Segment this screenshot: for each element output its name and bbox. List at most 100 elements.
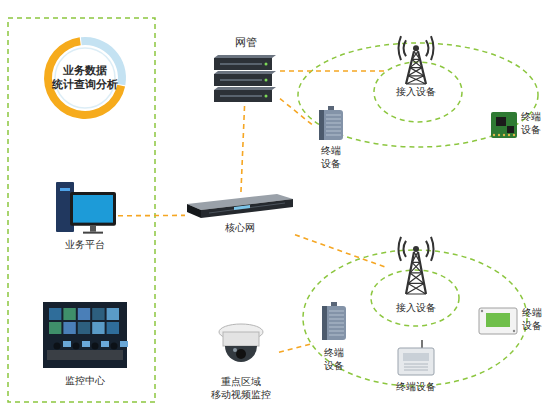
terminal-fin: [329, 315, 344, 316]
server-body: [214, 74, 272, 86]
device-icon: [490, 111, 518, 139]
terminal-body: [322, 306, 346, 340]
signal-arc: [399, 36, 402, 60]
device-icon: [478, 307, 518, 335]
server-top: [214, 87, 276, 90]
desk-monitor: [120, 341, 128, 347]
device-node: 终端 设备: [490, 108, 550, 144]
terminal-fin: [326, 127, 341, 128]
dashed-connector: [295, 235, 388, 268]
node-label: 终端 设备: [521, 111, 549, 136]
server-led: [265, 95, 268, 98]
terminal-fin: [329, 331, 344, 332]
tower-mast: [406, 51, 426, 84]
device-panel: [403, 353, 429, 361]
camera-body: [223, 332, 259, 346]
rack-front: [201, 199, 293, 218]
camera-lens: [236, 349, 246, 359]
node-label: 终端 设备: [314, 347, 354, 372]
video-wall-screen: [63, 322, 75, 334]
node-label: 终端 设备: [312, 145, 350, 170]
tower-lattice: [408, 273, 424, 284]
operator: [73, 343, 80, 350]
device-icon: [396, 240, 436, 294]
tower-mast: [406, 252, 426, 294]
server-body: [214, 90, 272, 102]
dashed-connector: [241, 106, 245, 192]
device-node: 接入设备: [388, 238, 444, 318]
board-pin: [498, 134, 500, 136]
terminal-connector: [328, 106, 334, 110]
signal-arc: [399, 237, 402, 261]
device-icon: [43, 302, 127, 368]
device-screw: [513, 330, 515, 332]
tower-lattice: [410, 59, 422, 67]
group-frame: [8, 18, 155, 402]
device-node: 网管: [212, 36, 280, 106]
video-wall-screen: [92, 308, 104, 320]
board-pin: [513, 134, 515, 136]
node-label: 重点区域 移动视频监控: [203, 376, 279, 401]
video-wall-screen: [107, 308, 119, 320]
server-led: [265, 63, 268, 66]
rack-badge: [234, 205, 250, 210]
device-node: 业务数据 统计查询分析: [40, 35, 130, 121]
tower-lattice: [412, 252, 420, 263]
camera-glint: [233, 348, 237, 352]
desk-monitor: [63, 341, 71, 347]
room-backdrop: [43, 302, 127, 368]
signal-arc: [426, 40, 429, 56]
tower-lattice: [408, 68, 424, 76]
node-label: 终端 设备: [522, 307, 550, 332]
server-led: [265, 79, 268, 82]
pc-screen: [73, 195, 113, 223]
coverage-ellipse: [303, 250, 527, 386]
terminal-fin: [326, 135, 341, 136]
device-body: [398, 348, 434, 375]
device-icon: [396, 42, 436, 84]
terminal-fin: [326, 115, 341, 116]
dashed-connector: [280, 99, 312, 125]
board-pin: [493, 134, 495, 136]
operator: [92, 343, 99, 350]
control-desk: [47, 350, 123, 360]
device-node: 业务平台: [52, 178, 118, 254]
tower-lattice: [406, 76, 426, 84]
terminal-fin: [329, 319, 344, 320]
pc-stand: [90, 226, 96, 232]
signal-arc: [431, 36, 434, 60]
device-vent: [404, 367, 428, 368]
device-node: 终端 设备: [314, 300, 354, 376]
terminal-fin: [329, 327, 344, 328]
dashed-connector: [279, 343, 314, 352]
device-antenna: [421, 340, 423, 348]
node-label: 接入设备: [388, 86, 444, 99]
tower-lattice: [410, 262, 422, 273]
node-label: 核心网: [185, 222, 295, 235]
coverage-ellipse: [374, 62, 462, 122]
board-body: [491, 112, 517, 138]
video-wall-screen: [78, 308, 90, 320]
node-label: 终端设备: [388, 381, 444, 394]
donut-group: [44, 37, 126, 119]
device-body: [479, 308, 517, 334]
server-top: [214, 71, 276, 74]
pc-base: [83, 232, 103, 234]
signal-arc: [404, 241, 407, 257]
node-label: 网管: [212, 36, 280, 50]
terminal-fin: [329, 335, 344, 336]
device-node: 终端 设备: [478, 304, 550, 338]
device-node: 终端设备: [388, 340, 444, 396]
signal-arc: [431, 237, 434, 261]
pc-tower-light: [60, 188, 70, 191]
video-wall-screen: [78, 322, 90, 334]
device-icon: [320, 302, 348, 342]
operator: [111, 343, 118, 350]
terminal-fin: [329, 311, 344, 312]
node-label: 接入设备: [388, 302, 444, 315]
signal-arc: [404, 40, 407, 56]
dashed-connector: [118, 215, 185, 217]
rack-side: [187, 204, 201, 218]
